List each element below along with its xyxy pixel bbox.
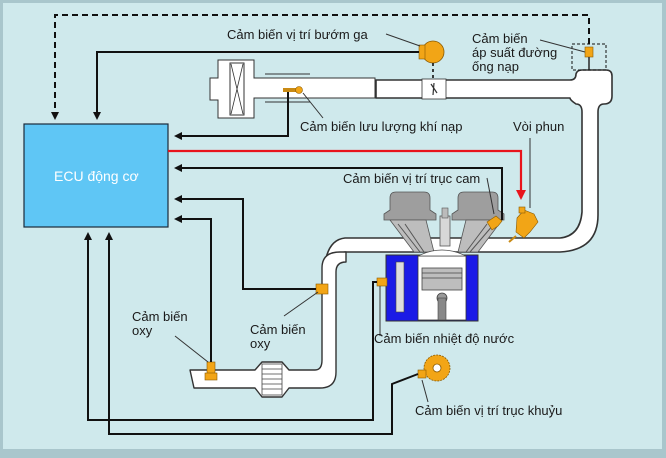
label-manifold-pressure-sensor-1: Cảm biến	[472, 31, 528, 46]
ecu-label: ECU động cơ	[54, 168, 139, 184]
label-camshaft-position-sensor: Cảm biến vị trí trục cam	[343, 171, 480, 186]
label-injector: Vòi phun	[513, 119, 564, 134]
wire-injector-control	[168, 149, 526, 200]
label-oxygen-sensor-2b: oxy	[250, 336, 271, 351]
wire-manifold-pressure	[51, 14, 590, 120]
label-coolant-temperature-sensor: Cảm biến nhiệt độ nước	[374, 331, 515, 346]
label-oxygen-sensor-1b: oxy	[132, 323, 153, 338]
label-oxygen-sensor-2a: Cảm biến	[250, 322, 306, 337]
crankshaft-position-sensor	[417, 354, 451, 382]
wire-oxygen-2	[174, 195, 316, 290]
label-air-flow-sensor: Cảm biến lưu lượng khí nạp	[300, 119, 463, 134]
coolant-temperature-sensor	[376, 277, 388, 287]
injector	[508, 206, 539, 243]
label-crankshaft-position-sensor: Cảm biến vị trí trục khuỷu	[415, 403, 562, 418]
wire-air-flow	[174, 92, 289, 140]
label-throttle-position-sensor: Cảm biến vị trí bướm ga	[227, 27, 369, 42]
exhaust-pipe	[189, 251, 347, 398]
air-flow-sensor	[283, 86, 303, 94]
label-oxygen-sensor-1a: Cảm biến	[132, 309, 188, 324]
wire-coolant	[84, 232, 377, 421]
signal-wires	[51, 14, 590, 435]
leader-lines	[174, 33, 586, 403]
wire-crankshaft	[105, 232, 419, 435]
oxygen-sensor-1	[204, 361, 218, 381]
wire-oxygen-1	[174, 215, 212, 362]
throttle-valve	[421, 78, 447, 100]
wire-camshaft	[174, 164, 503, 220]
intake-manifold	[323, 69, 613, 371]
wire-throttle-position	[93, 51, 419, 120]
camshaft-position-sensor	[486, 215, 503, 231]
throttle-position-sensor	[418, 40, 445, 78]
engine	[383, 191, 505, 322]
ecu-block: ECU động cơ	[23, 123, 169, 228]
label-manifold-pressure-sensor-2: áp suất đường	[472, 45, 557, 60]
label-manifold-pressure-sensor-3: ống nạp	[472, 59, 519, 74]
